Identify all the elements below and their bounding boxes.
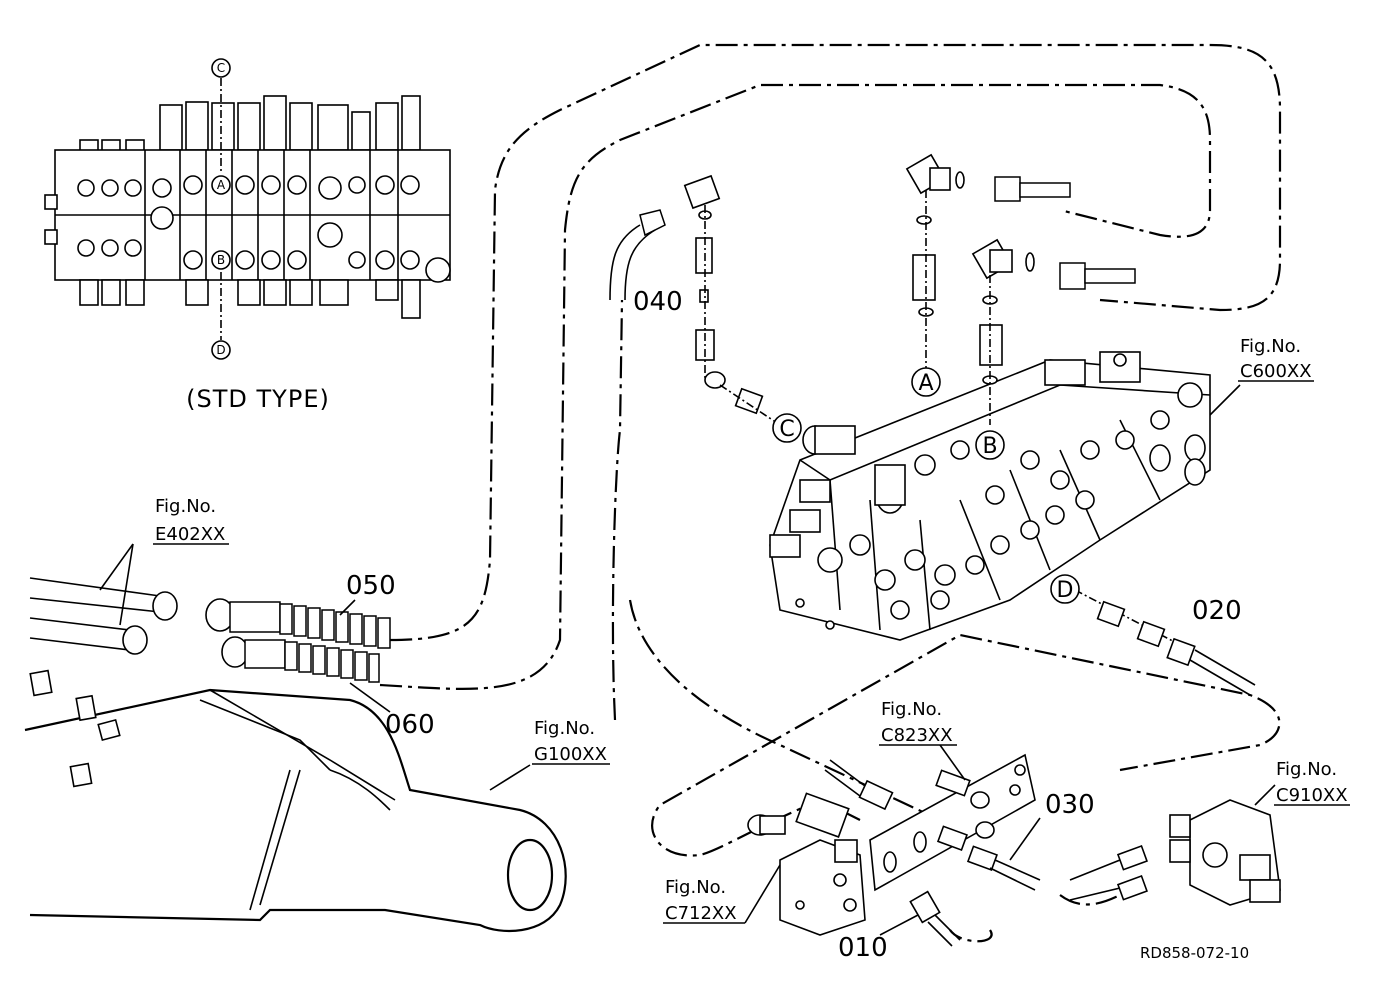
port-d-label: D xyxy=(1057,578,1074,603)
boom-drawing xyxy=(24,669,567,933)
fig-ref-e402-line2: E402XX xyxy=(155,524,225,545)
fig-ref-g100-line1: Fig.No. xyxy=(534,718,595,739)
port-b-marker xyxy=(975,430,1005,460)
fig-ref-c910-line2: C910XX xyxy=(1276,785,1348,806)
fig-ref-g100: Fig.No. G100XX xyxy=(532,718,610,765)
port-d-marker xyxy=(1050,574,1080,604)
hose-assembly-050-060 xyxy=(29,543,391,713)
fig-ref-g100-line2: G100XX xyxy=(534,744,607,765)
fig-ref-c910: Fig.No. C910XX xyxy=(1274,759,1350,806)
fig-ref-c600-line2: C600XX xyxy=(1240,361,1312,382)
fig-ref-c823-line1: Fig.No. xyxy=(881,699,942,720)
part-050-label: 050 xyxy=(346,571,396,601)
part-040-label: 040 xyxy=(633,287,683,317)
fig-ref-e402: Fig.No. E402XX xyxy=(153,496,229,545)
part-030-label: 030 xyxy=(1045,790,1095,820)
port-a-marker xyxy=(911,367,941,397)
fig-ref-c910-line1: Fig.No. xyxy=(1276,759,1337,780)
port-c-label: C xyxy=(779,417,794,442)
fig-ref-c600-line1: Fig.No. xyxy=(1240,336,1301,357)
inset-port-a-label: A xyxy=(217,178,226,192)
fig-ref-e402-line1: Fig.No. xyxy=(155,496,216,517)
fig-ref-c823-line2: C823XX xyxy=(881,725,953,746)
inset-port-d-label: D xyxy=(216,343,225,357)
part-060-label: 060 xyxy=(385,710,435,740)
port-c-marker xyxy=(772,413,802,443)
std-type-label: (STD TYPE) xyxy=(186,385,330,413)
fig-ref-c712-line2: C712XX xyxy=(665,903,737,924)
inset-port-c-label: C xyxy=(217,61,225,75)
control-valve-drawing xyxy=(609,153,1256,696)
part-020-label: 020 xyxy=(1192,596,1242,626)
part-010-label: 010 xyxy=(838,933,888,963)
inset-port-b-label: B xyxy=(217,253,225,267)
fig-ref-c712-line1: Fig.No. xyxy=(665,877,726,898)
drawing-code: RD858-072-10 xyxy=(1140,944,1249,962)
fig-ref-c823: Fig.No. C823XX xyxy=(879,699,966,781)
port-b-label: B xyxy=(982,434,997,459)
fig-ref-c600: Fig.No. C600XX xyxy=(1238,336,1314,382)
std-type-valve-drawing xyxy=(44,58,451,360)
lower-assembly-drawing xyxy=(747,753,1281,947)
fig-ref-c712: Fig.No. C712XX xyxy=(663,864,781,924)
port-a-label: A xyxy=(918,371,933,396)
